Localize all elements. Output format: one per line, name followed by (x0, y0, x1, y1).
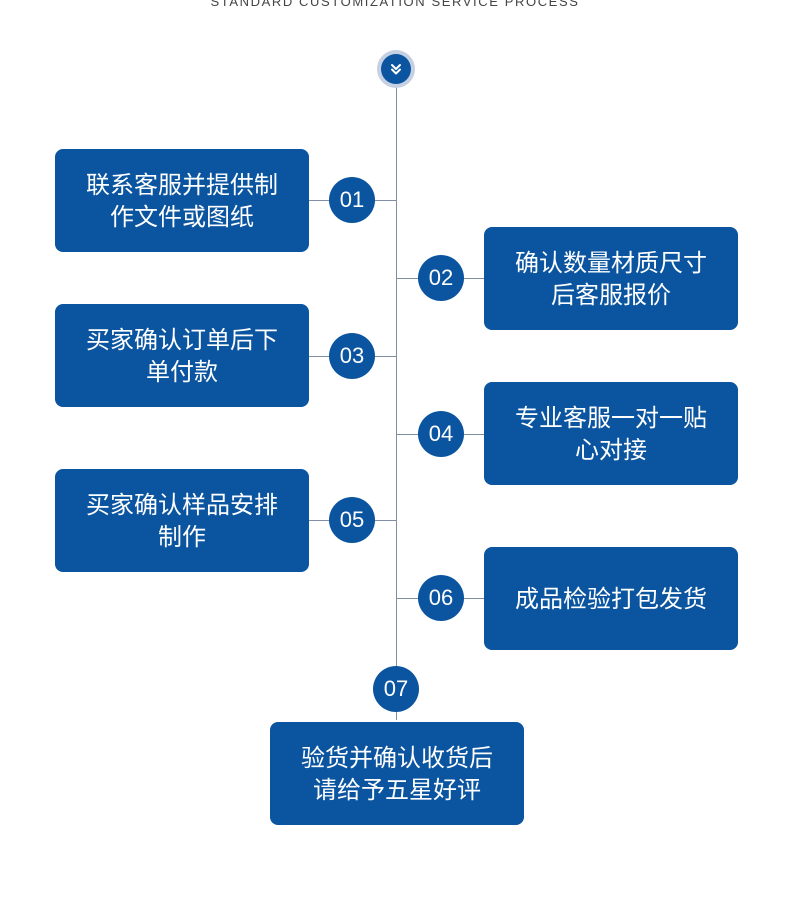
step-05-number: 05 (329, 497, 375, 543)
step-01-number: 01 (329, 177, 375, 223)
step-05-text: 买家确认样品安排制作 (86, 490, 278, 551)
step-01-box: 联系客服并提供制作文件或图纸 (55, 149, 309, 252)
step-03-text: 买家确认订单后下单付款 (86, 325, 278, 386)
step-04-text: 专业客服一对一贴心对接 (515, 403, 707, 464)
timeline-line (396, 86, 397, 720)
step-05-box: 买家确认样品安排制作 (55, 469, 309, 572)
step-01-text: 联系客服并提供制作文件或图纸 (86, 170, 278, 231)
step-07-box: 验货并确认收货后请给予五星好评 (270, 722, 524, 825)
step-06-number: 06 (418, 575, 464, 621)
step-06-text: 成品检验打包发货 (515, 584, 707, 613)
step-02-text: 确认数量材质尺寸后客服报价 (515, 248, 707, 309)
timeline-start-marker (377, 50, 415, 88)
step-03-number: 03 (329, 333, 375, 379)
step-04-box: 专业客服一对一贴心对接 (484, 382, 738, 485)
step-04-number: 04 (418, 411, 464, 457)
process-subtitle: STANDARD CUSTOMIZATION SERVICE PROCESS (210, 0, 580, 9)
step-07-text: 验货并确认收货后请给予五星好评 (301, 743, 493, 804)
step-06-box: 成品检验打包发货 (484, 547, 738, 650)
double-chevron-down-icon (381, 54, 411, 84)
step-02-box: 确认数量材质尺寸后客服报价 (484, 227, 738, 330)
step-07-number: 07 (373, 666, 419, 712)
step-03-box: 买家确认订单后下单付款 (55, 304, 309, 407)
step-02-number: 02 (418, 255, 464, 301)
